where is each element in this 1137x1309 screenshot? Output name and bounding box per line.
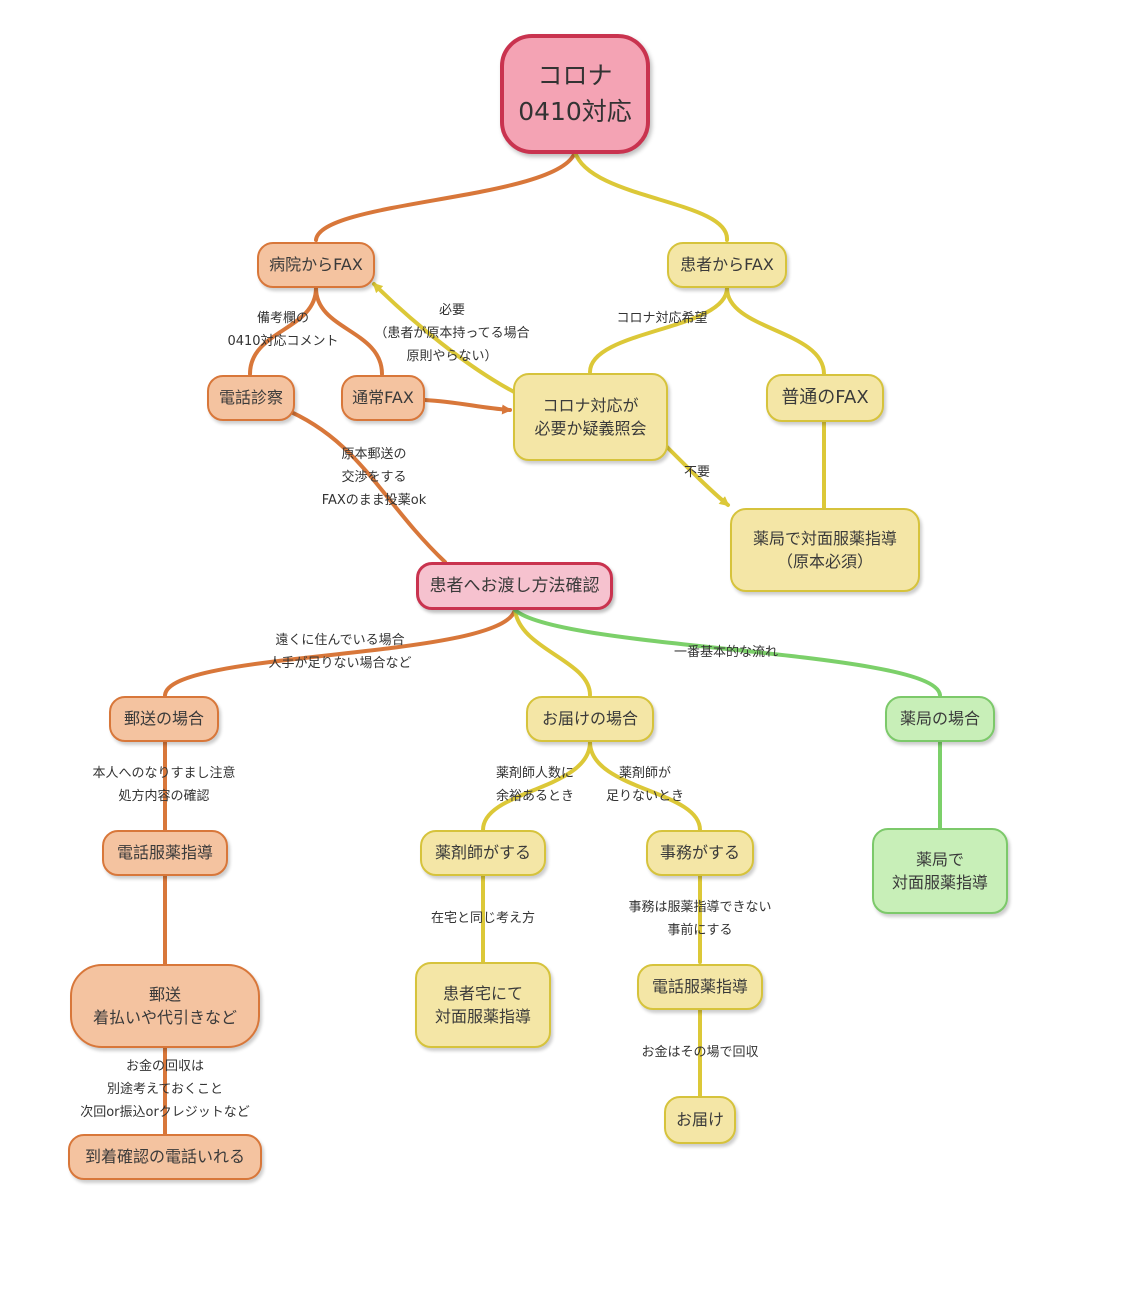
edge-hospital-normalfax — [314, 286, 384, 376]
node-home-counsel: 患者宅にて 対面服薬指導 — [415, 962, 551, 1048]
node-patient-fax: 患者からFAX — [667, 242, 787, 288]
node-normal-fax-hospital: 通常FAX — [341, 375, 425, 421]
node-hospital-fax: 病院からFAX — [257, 242, 375, 288]
node-corona-inquiry: コロナ対応が 必要か疑義照会 — [513, 373, 668, 461]
label-corona-wish: コロナ対応希望 — [616, 311, 708, 326]
node-delivery-method: 患者へお渡し方法確認 — [416, 562, 613, 610]
edge-inquiry-hospital-required — [372, 282, 522, 397]
node-pharmacy-case: 薬局の場合 — [885, 696, 995, 742]
edge-home-clerk — [588, 740, 702, 832]
label-not-needed: 不要 — [683, 465, 711, 480]
label-same-as-home: 在宅と同じ考え方 — [430, 911, 536, 926]
node-arrival-call: 到着確認の電話いれる — [68, 1134, 262, 1180]
node-pharmacy-counsel-original: 薬局で対面服薬指導 （原本必須） — [730, 508, 920, 592]
label-impersonation: 本人へのなりすまし注意処方内容の確認 — [92, 766, 236, 804]
edge-root-hospital — [314, 150, 577, 242]
edge-normalfax-inquiry — [423, 398, 512, 415]
edge-delivery-mail — [163, 608, 517, 697]
label-basic-flow: 一番基本的な流れ — [673, 645, 779, 660]
edge-hospital-phoneexam — [248, 286, 318, 376]
node-phone-counsel-delivery: 電話服薬指導 — [637, 964, 763, 1010]
node-deliver: お届け — [664, 1096, 736, 1144]
node-normal-fax-patient: 普通のFAX — [766, 374, 884, 422]
label-money-onsite: お金はその場で回収 — [641, 1045, 759, 1060]
edge-patient-inquiry — [588, 286, 729, 374]
edge-root-patient — [573, 150, 730, 242]
edge-inquiry-notneeded — [658, 438, 730, 507]
node-pharmacy-face-counsel: 薬局で 対面服薬指導 — [872, 828, 1008, 914]
edge-phoneexam-delivery — [280, 406, 447, 564]
label-pharmacists-short: 薬剤師が足りないとき — [605, 766, 685, 804]
node-delivery-case: お届けの場合 — [526, 696, 654, 742]
edge-delivery-pharmacy — [513, 608, 942, 697]
node-phone-exam: 電話診察 — [207, 375, 295, 421]
node-root-line2: 0410対応 — [518, 97, 632, 126]
node-clerk-does: 事務がする — [646, 830, 754, 876]
label-required: 必要（患者が原本持ってる場合原則やらない） — [374, 303, 530, 364]
node-phone-counsel-mail: 電話服薬指導 — [102, 830, 228, 876]
label-pharmacists-enough: 薬剤師人数に余裕あるとき — [495, 766, 575, 804]
node-root-line1: コロナ — [537, 60, 613, 90]
node-pharmacist-does: 薬剤師がする — [420, 830, 546, 876]
node-root: コロナ 0410対応 — [500, 34, 650, 154]
node-mail-payment: 郵送 着払いや代引きなど — [70, 964, 260, 1048]
label-clerk-cannot: 事務は服薬指導できない事前にする — [628, 900, 772, 938]
label-far-away: 遠くに住んでいる場合人手が足りない場合など — [268, 633, 412, 671]
node-mail-case: 郵送の場合 — [109, 696, 219, 742]
edge-delivery-home — [513, 608, 592, 697]
label-money-recovery: お金の回収は別途考えておくこと次回or振込orクレジットなど — [80, 1059, 250, 1120]
edge-patient-normalfax — [725, 286, 826, 376]
edge-home-pharmacist — [481, 740, 592, 832]
